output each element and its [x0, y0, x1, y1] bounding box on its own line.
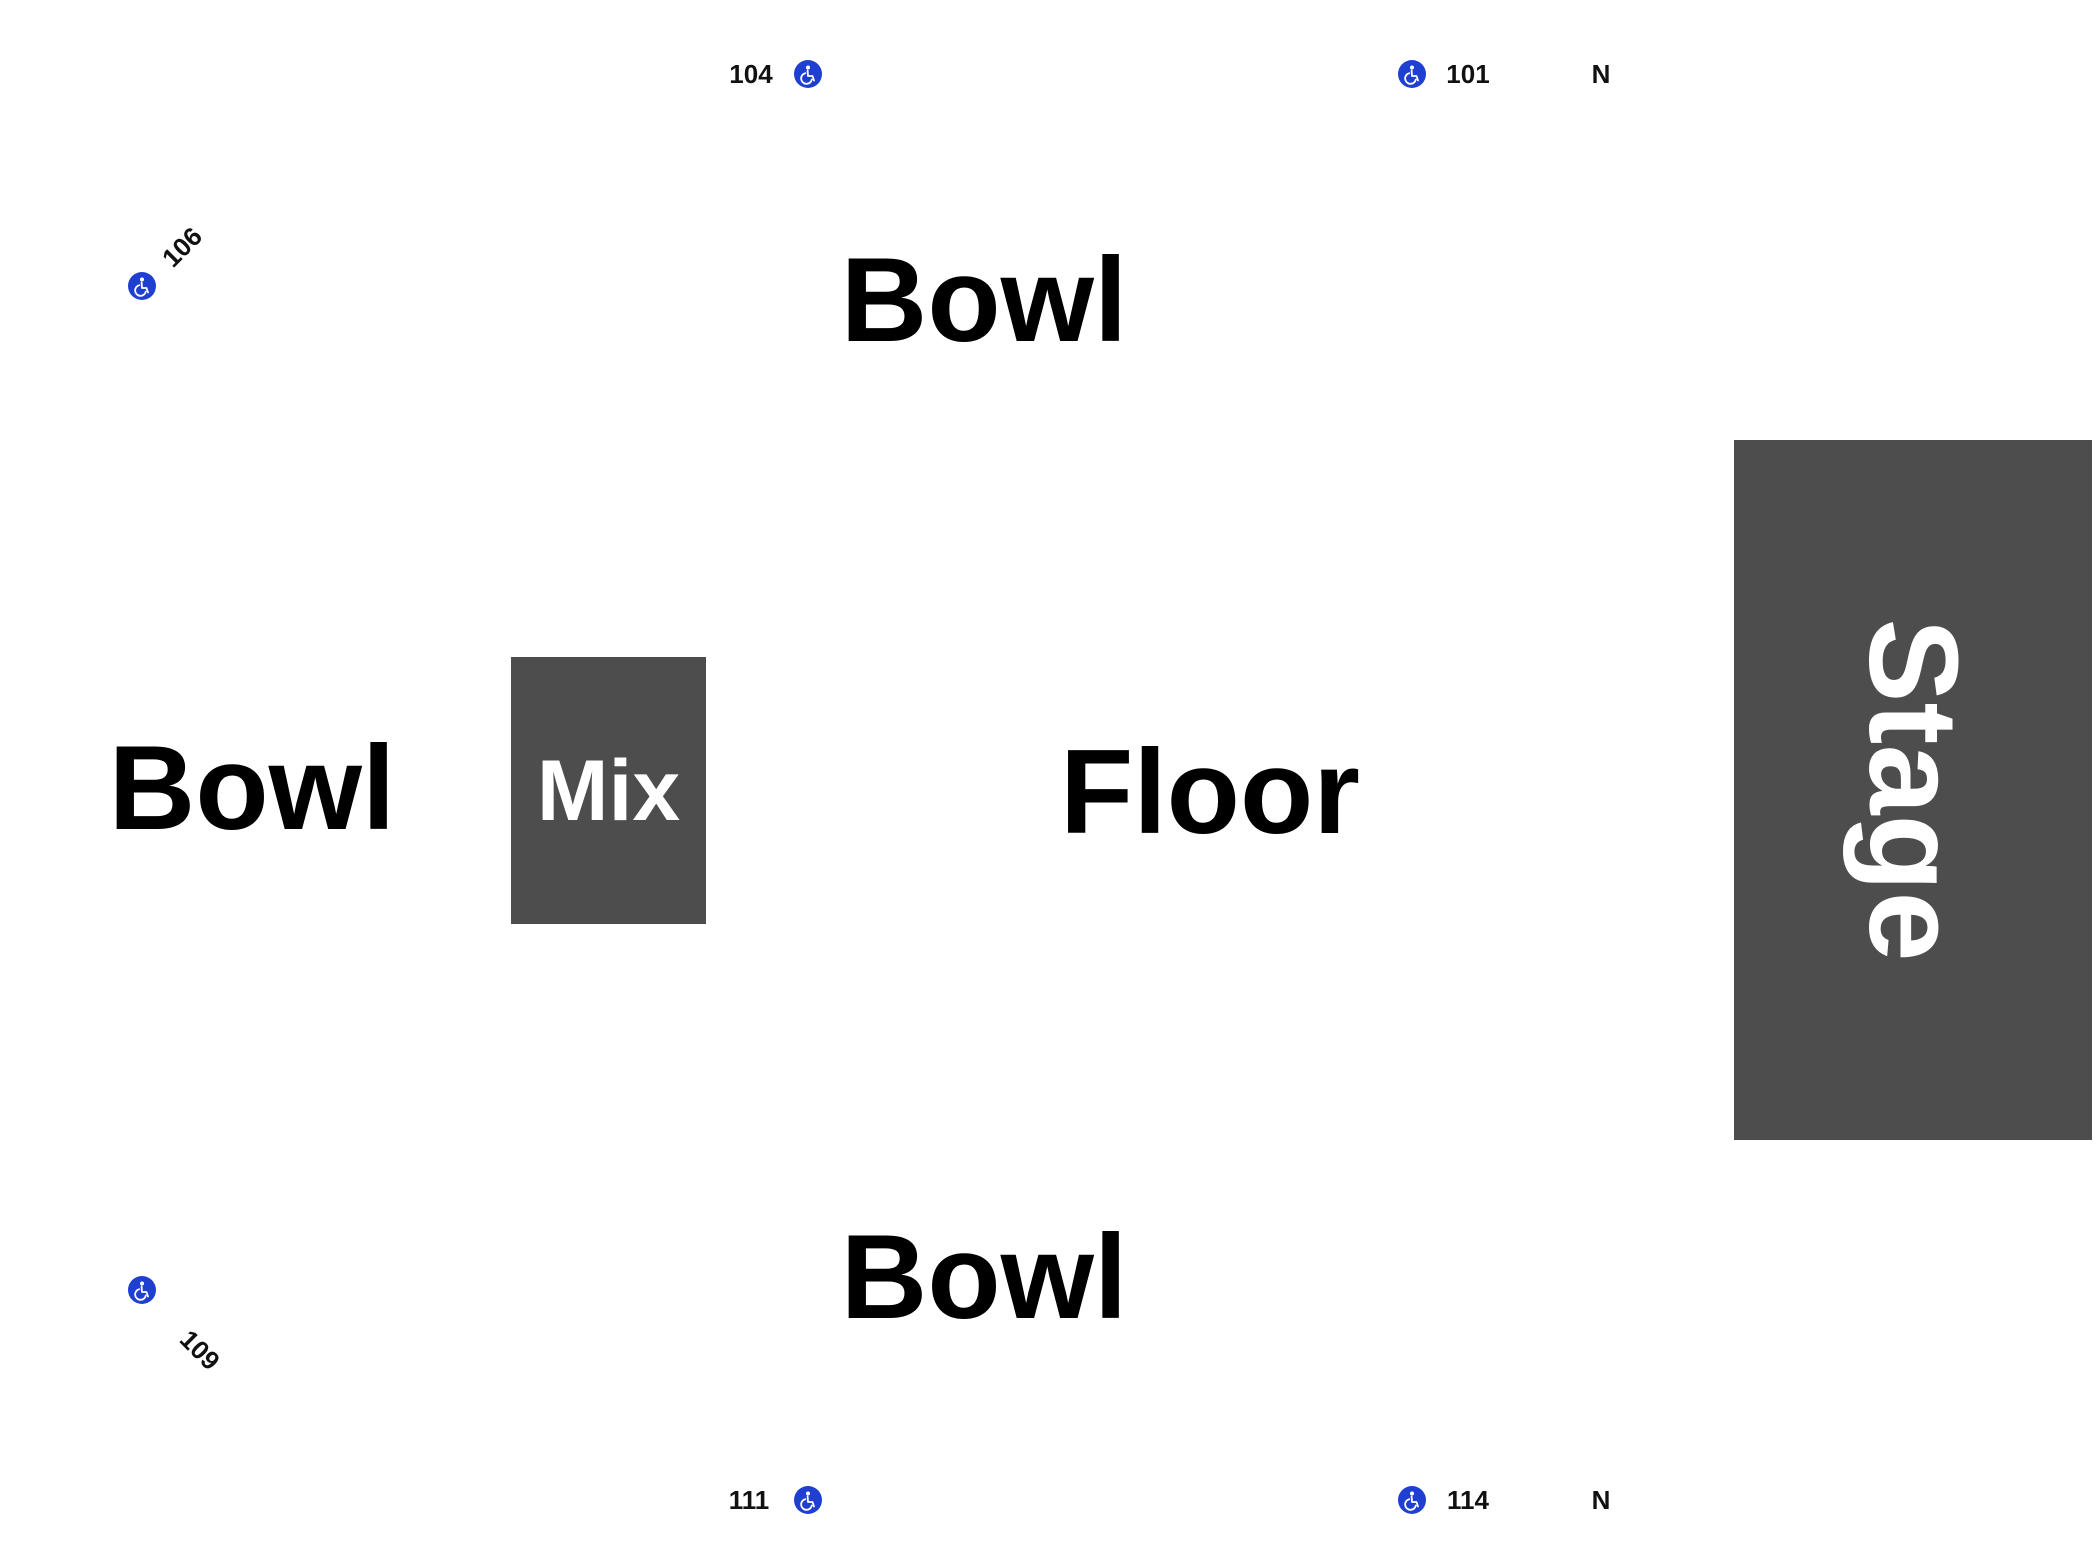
section-109-label[interactable]: 109	[174, 1324, 226, 1376]
floor-label[interactable]: Floor	[1060, 725, 1360, 859]
bowl-bottom-label[interactable]: Bowl	[840, 1210, 1128, 1344]
section-104-label[interactable]: 104	[729, 59, 773, 89]
north-marker-top: N	[1591, 59, 1611, 89]
bowl-left-label[interactable]: Bowl	[108, 721, 396, 855]
wheelchair-icon[interactable]	[128, 1276, 156, 1304]
mix-label: Mix	[536, 742, 681, 839]
north-marker-bottom: N	[1591, 1485, 1611, 1515]
section-106-label[interactable]: 106	[156, 221, 208, 273]
mix-box[interactable]: Mix	[511, 657, 706, 924]
wheelchair-icon[interactable]	[794, 60, 822, 88]
stage-box[interactable]: Stage	[1734, 440, 2092, 1140]
wheelchair-icon[interactable]	[1398, 60, 1426, 88]
wheelchair-icon[interactable]	[794, 1486, 822, 1514]
wheelchair-icon[interactable]	[1398, 1486, 1426, 1514]
wheelchair-icon[interactable]	[128, 272, 156, 300]
section-101-label[interactable]: 101	[1446, 59, 1490, 89]
bowl-top-label[interactable]: Bowl	[840, 233, 1128, 367]
section-111-label[interactable]: 111	[728, 1485, 770, 1515]
section-114-label[interactable]: 114	[1447, 1485, 1489, 1515]
stage-label: Stage	[1843, 618, 1984, 962]
